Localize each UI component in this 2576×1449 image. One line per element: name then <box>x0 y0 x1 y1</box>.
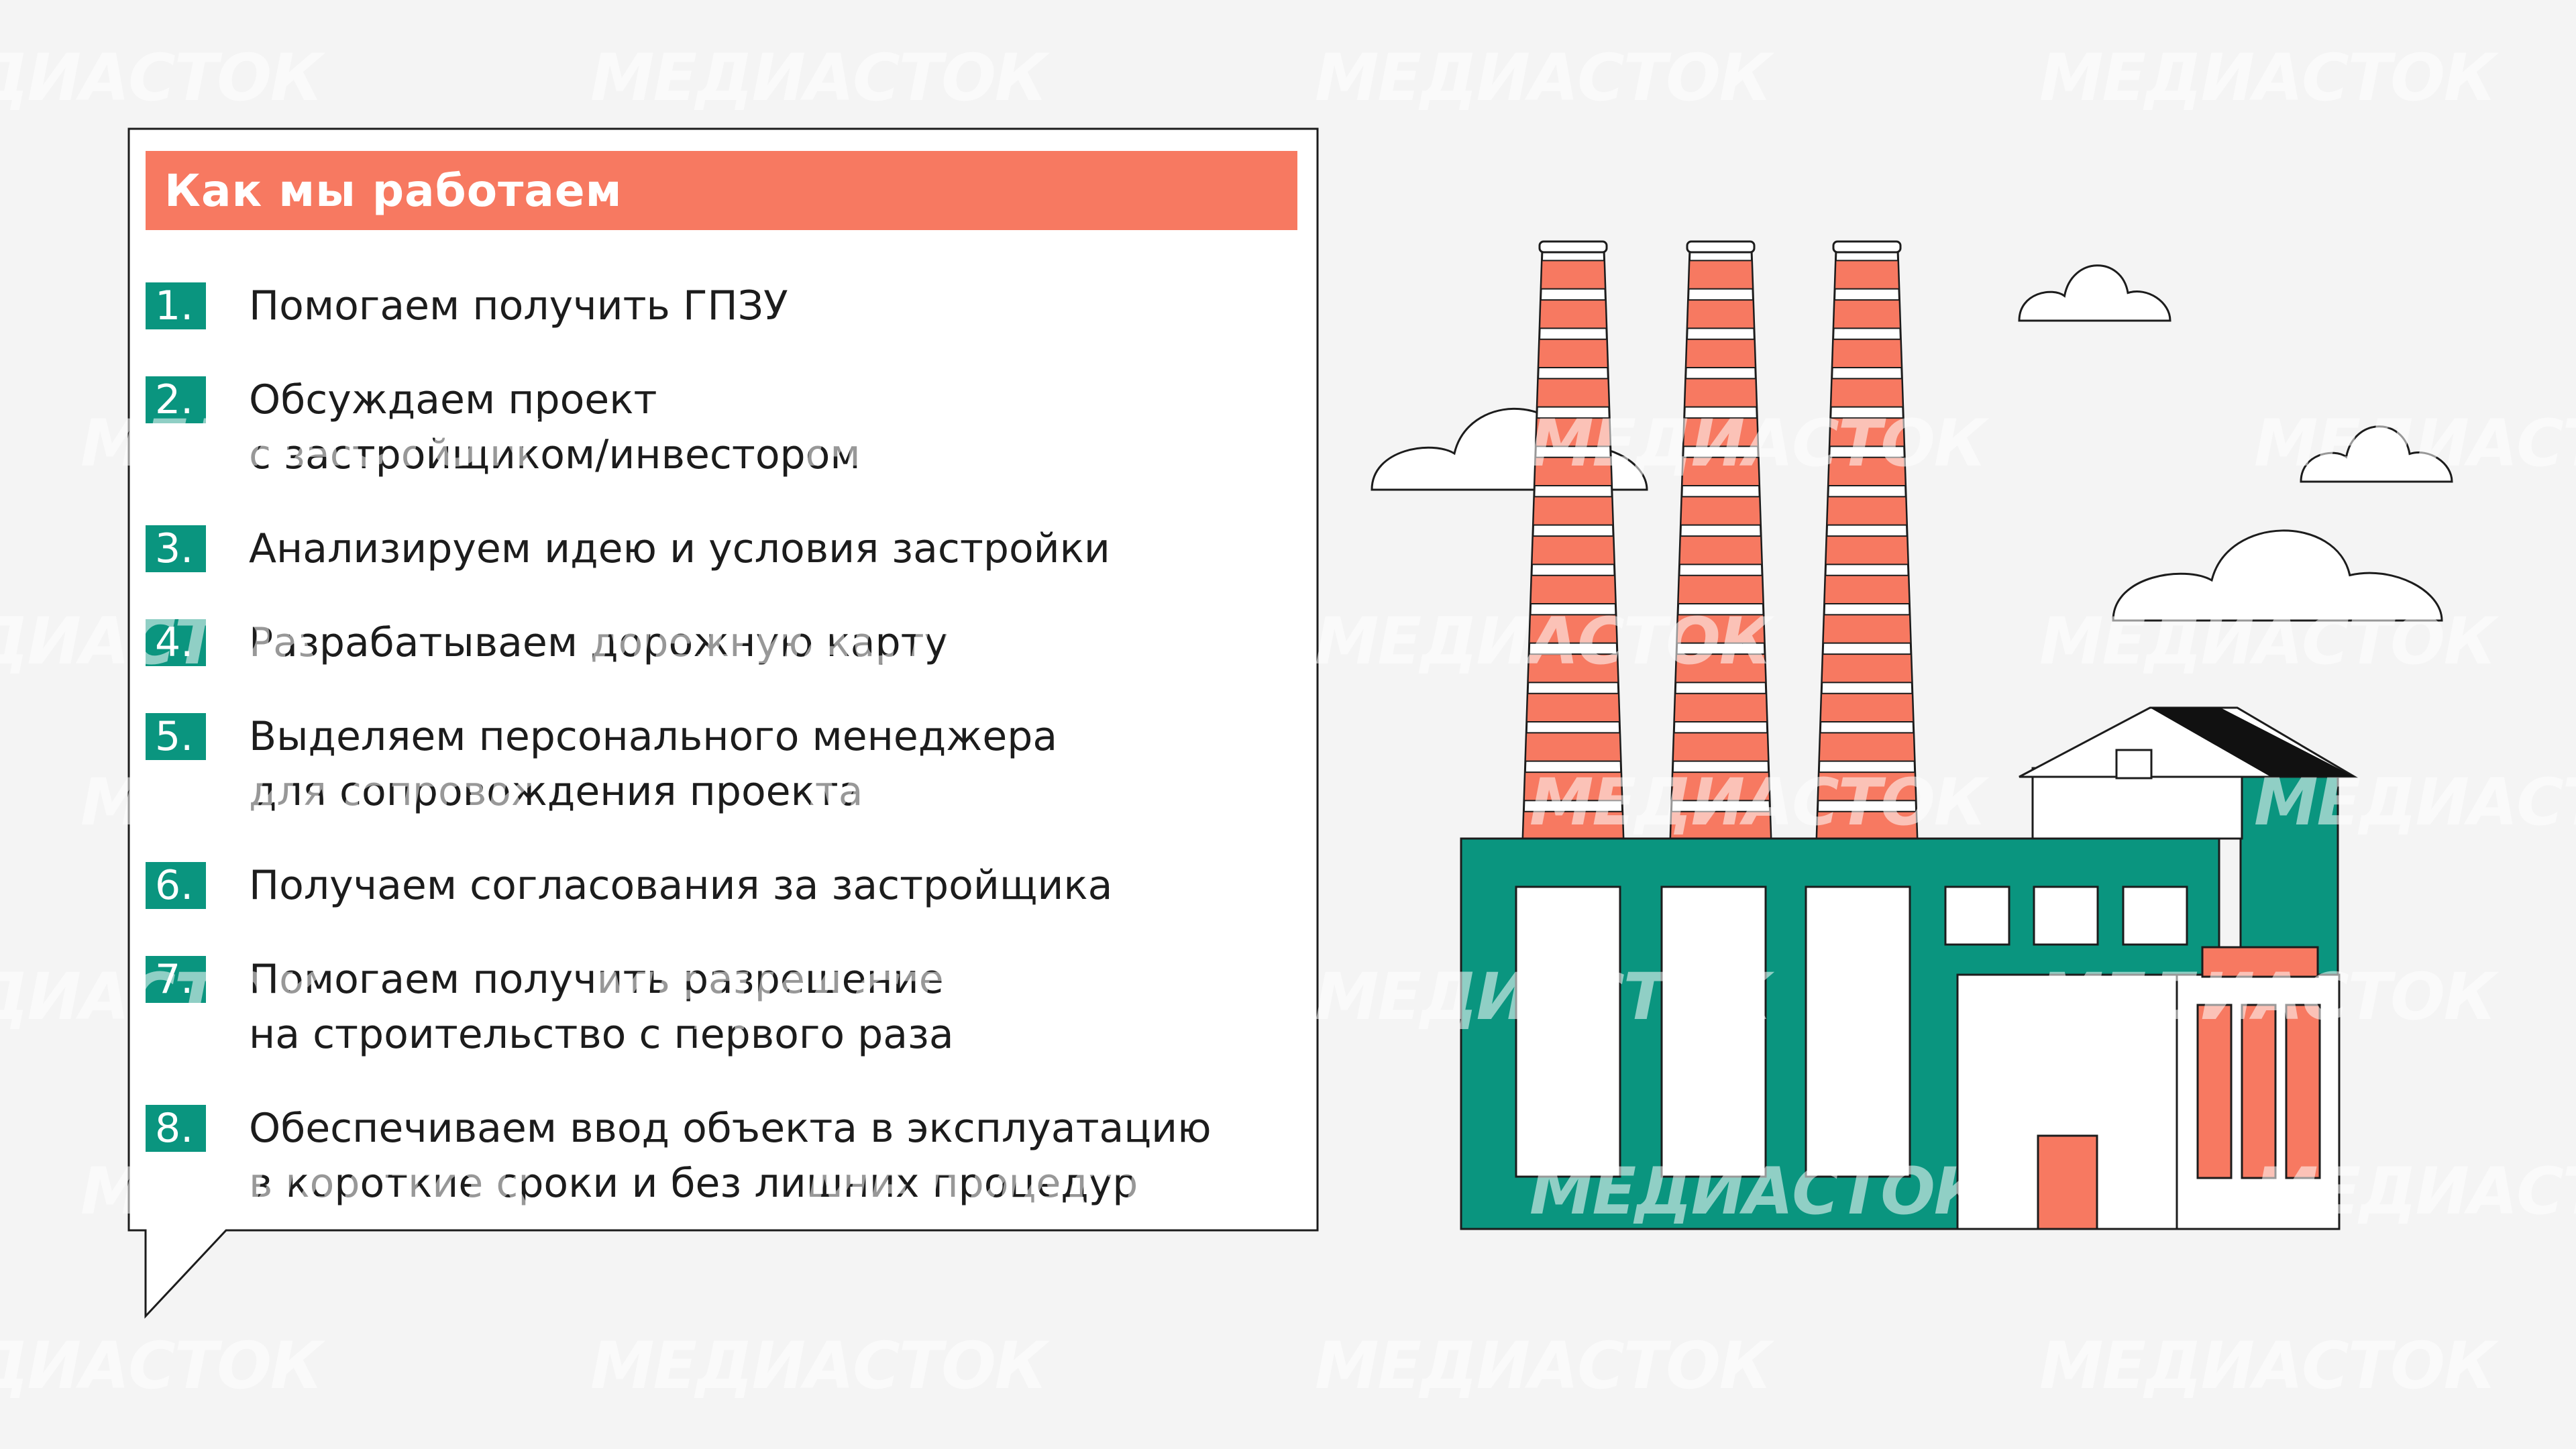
cloud-icon <box>2112 529 2443 622</box>
small-window-2 <box>2033 885 2099 946</box>
step-text: Помогаем получить разрешение на строитель… <box>249 952 954 1062</box>
chimneys <box>1521 240 1919 841</box>
step-number-badge: 3. <box>146 525 206 572</box>
step-text-line: на строительство с первого раза <box>249 1011 954 1058</box>
tall-window-3 <box>1805 885 1911 1178</box>
step-number-badge: 8. <box>146 1105 206 1152</box>
step-text-line: Обсуждаем проект <box>249 376 657 423</box>
step-text-line: в короткие сроки и без лишних процедур <box>249 1160 1138 1207</box>
chimney-icon <box>1521 240 1625 841</box>
annex-stripe-2 <box>2241 1004 2277 1179</box>
steps-list: 1. Помогаем получить ГПЗУ 2. Обсуждаем прое… <box>146 282 1297 1211</box>
step-text: Разрабатываем дорожную карту <box>249 615 948 670</box>
step-text-line: Получаем согласования за застройщика <box>249 862 1113 909</box>
step-number-badge: 6. <box>146 862 206 909</box>
step-text-line: для сопровождения проекта <box>249 768 863 815</box>
step-number-badge: 1. <box>146 282 206 329</box>
step-item: 8. Обеспечиваем ввод объекта в эксплуатац… <box>146 1105 1297 1211</box>
step-text: Помогаем получить ГПЗУ <box>249 278 788 333</box>
step-item: 3. Анализируем идею и условия застройки <box>146 525 1297 576</box>
step-text-line: с застройщиком/инвестором <box>249 431 861 478</box>
tall-window-2 <box>1660 885 1767 1178</box>
step-text-line: Помогаем получить ГПЗУ <box>249 282 788 329</box>
annex-stripe-1 <box>2196 1004 2233 1179</box>
step-text: Обсуждаем проект с застройщиком/инвесторо… <box>249 372 861 482</box>
step-text: Обеспечиваем ввод объекта в эксплуатацию… <box>249 1101 1212 1211</box>
house-wall <box>2031 767 2243 840</box>
step-text-line: Выделяем персонального менеджера <box>249 713 1058 760</box>
step-text: Анализируем идею и условия застройки <box>249 521 1110 576</box>
step-item: 4. Разрабатываем дорожную карту <box>146 619 1297 670</box>
small-window-3 <box>2122 885 2188 946</box>
entrance-door <box>2037 1134 2098 1230</box>
step-text-line: Обеспечиваем ввод объекта в эксплуатацию <box>249 1105 1212 1152</box>
house-window <box>2115 749 2153 780</box>
step-item: 2. Обсуждаем проект с застройщиком/инвесто… <box>146 376 1297 482</box>
step-text-line: Разрабатываем дорожную карту <box>249 619 949 666</box>
step-item: 1. Помогаем получить ГПЗУ <box>146 282 1297 333</box>
step-text-line: Анализируем идею и условия застройки <box>249 525 1110 572</box>
cloud-icon <box>2300 425 2453 483</box>
how-we-work-panel: Как мы работаем 1. Помогаем получить ГПЗУ… <box>146 151 1297 1207</box>
chimney-icon <box>1815 240 1919 841</box>
step-item: 5. Выделяем персонального менеджера для со… <box>146 713 1297 819</box>
step-text: Выделяем персонального менеджера для сопр… <box>249 709 1057 819</box>
cloud-icon <box>2018 264 2171 322</box>
panel-header: Как мы работаем <box>146 151 1297 230</box>
step-number-badge: 2. <box>146 376 206 423</box>
chimney-icon <box>1669 240 1772 841</box>
step-text-line: Помогаем получить разрешение <box>249 956 944 1003</box>
factory-building <box>1460 706 2359 1230</box>
step-number-badge: 5. <box>146 713 206 760</box>
small-window-1 <box>1944 885 2010 946</box>
annex-cornice <box>2201 946 2319 978</box>
step-number-badge: 4. <box>146 619 206 666</box>
house-roof <box>2150 708 2355 777</box>
tall-window-1 <box>1515 885 1621 1178</box>
step-number-badge: 7. <box>146 956 206 1003</box>
step-item: 6. Получаем согласования за застройщика <box>146 862 1297 913</box>
panel-title: Как мы работаем <box>164 164 623 217</box>
step-item: 7. Помогаем получить разрешение на строите… <box>146 956 1297 1062</box>
annex-stripe-3 <box>2285 1004 2321 1179</box>
step-text: Получаем согласования за застройщика <box>249 858 1112 913</box>
